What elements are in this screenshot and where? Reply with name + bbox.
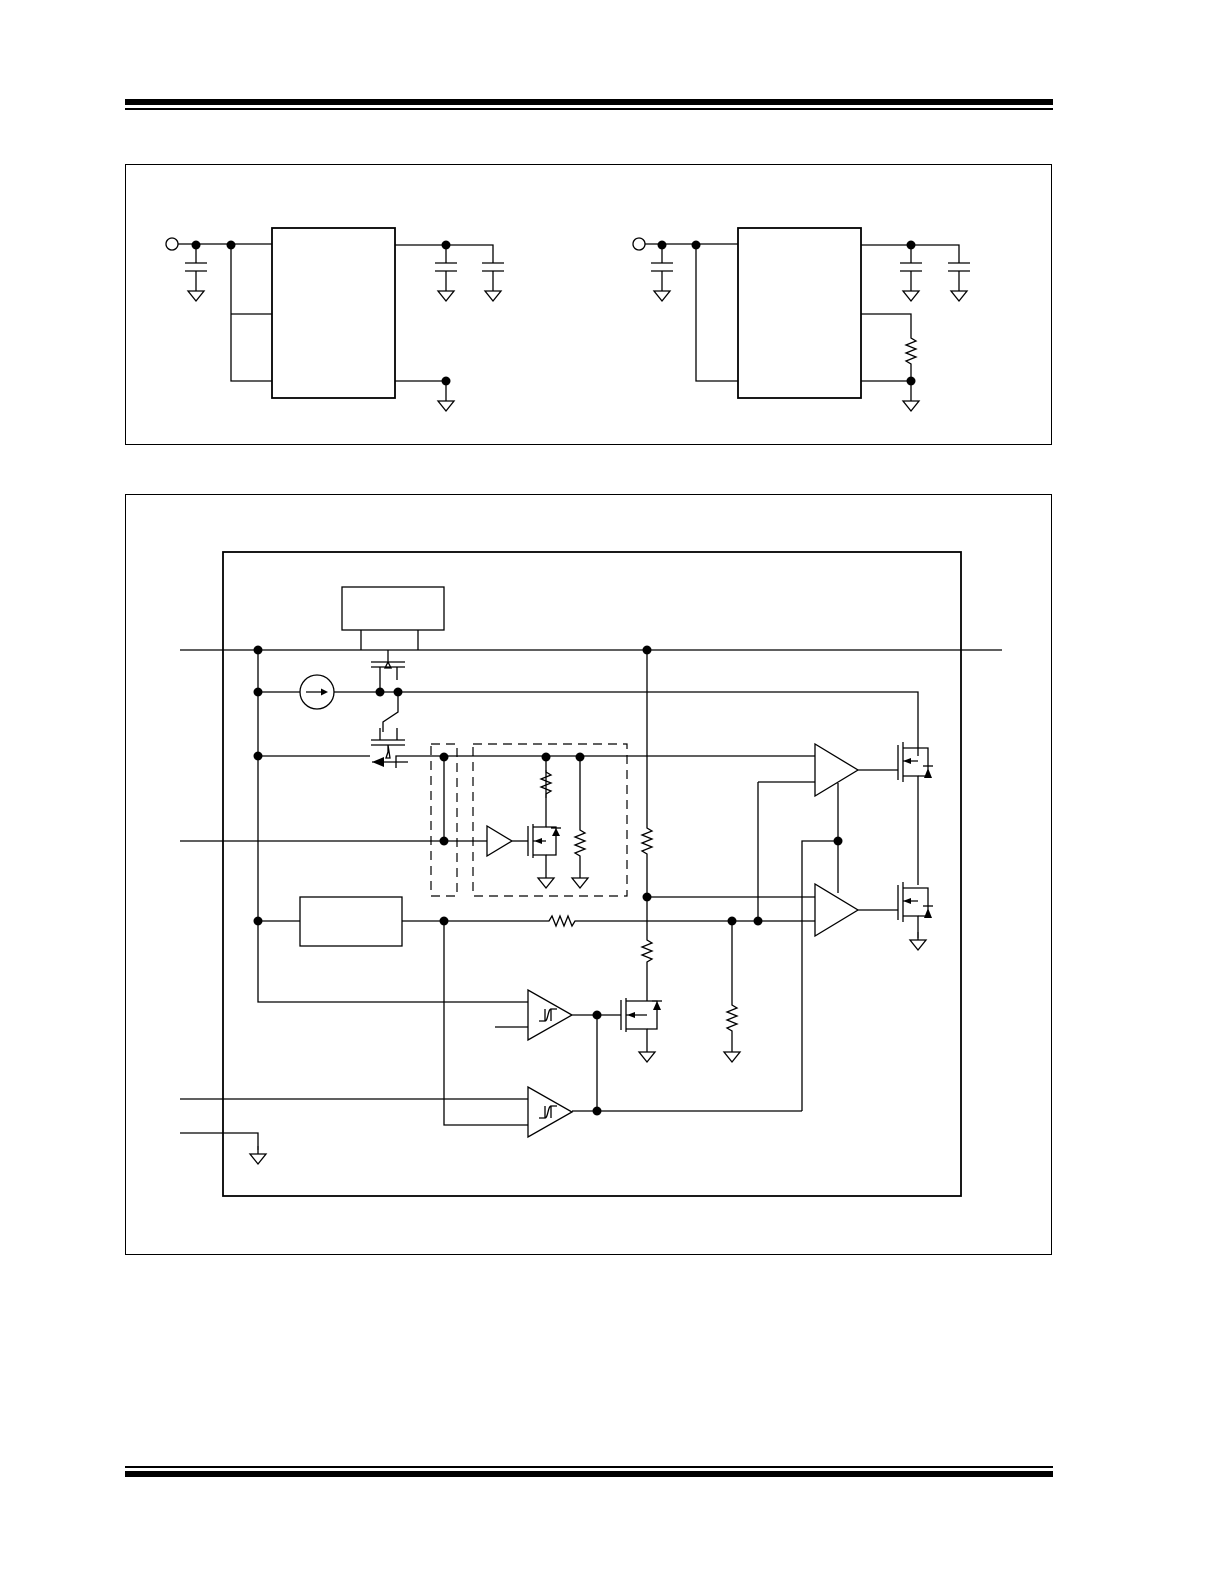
dashed-group-right xyxy=(472,743,628,897)
regulator-ic-box xyxy=(737,227,862,399)
error-amplifier-top xyxy=(814,742,860,798)
junction xyxy=(906,376,916,386)
enable-buffer xyxy=(486,824,514,858)
output-transistor-top xyxy=(858,742,933,790)
comparator-lower xyxy=(527,1085,574,1139)
reference-block xyxy=(299,896,403,947)
header-rule-thick xyxy=(125,99,1053,105)
app-circuit-left xyxy=(165,227,505,412)
regulator-ic-box xyxy=(271,227,396,399)
app-circuit-right xyxy=(632,227,971,412)
sense-block xyxy=(341,586,445,631)
error-amplifier-bottom xyxy=(814,882,860,938)
chip-outline xyxy=(222,551,962,1197)
block-diagram xyxy=(180,551,1002,1197)
header-rule-thin xyxy=(125,108,1053,110)
footer-rule-thin xyxy=(125,1466,1053,1468)
comparator-upper xyxy=(527,988,574,1042)
figure-frame-block-diagram xyxy=(125,494,1052,1255)
input-terminal xyxy=(165,237,179,251)
input-terminal xyxy=(632,237,646,251)
junction xyxy=(753,916,763,926)
junction xyxy=(592,1106,602,1116)
output-transistor-bottom xyxy=(858,882,933,938)
junction xyxy=(439,836,449,846)
footer-rule-thick xyxy=(125,1471,1053,1477)
junction xyxy=(441,376,451,386)
